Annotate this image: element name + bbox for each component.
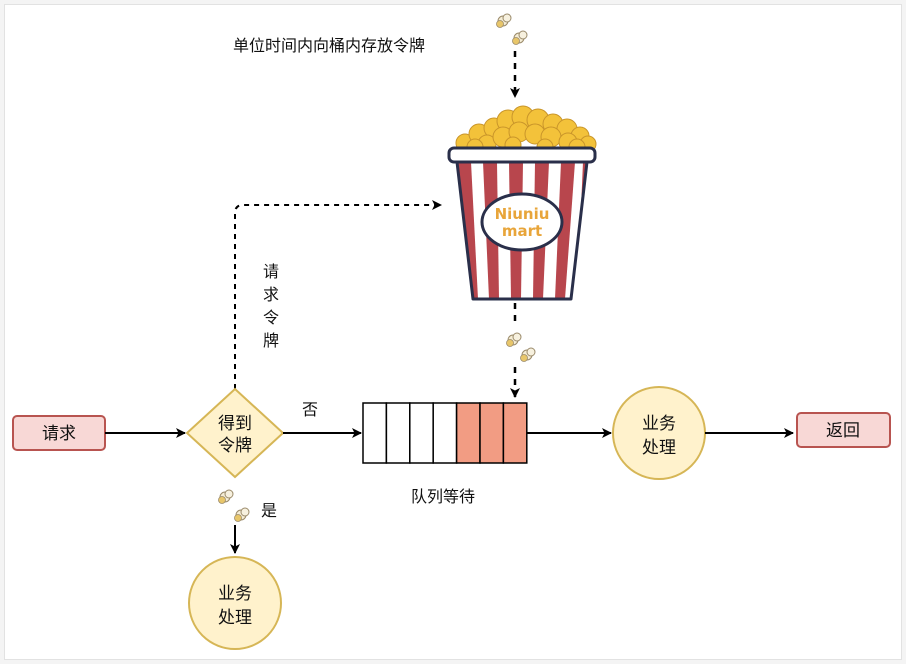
process-node-right: 业务 处理 <box>612 386 706 480</box>
svg-text:求: 求 <box>263 285 279 304</box>
no-label: 否 <box>302 400 318 419</box>
token-icon <box>496 13 528 45</box>
bucket-brand-line2: mart <box>502 222 542 240</box>
svg-text:牌: 牌 <box>263 331 279 350</box>
request-token-label: 请 求 令 牌 <box>263 262 279 350</box>
flow-diagram: 单位时间内向桶内存放令牌 <box>12 13 891 650</box>
token-icon <box>506 332 536 362</box>
return-node: 返回 <box>796 412 891 448</box>
bucket-brand-line1: Niuniu <box>495 205 550 223</box>
token-bucket-icon: Niuniu mart <box>447 105 597 301</box>
queue-label: 队列等待 <box>411 487 475 506</box>
svg-text:返回: 返回 <box>826 421 860 441</box>
top-caption: 单位时间内向桶内存放令牌 <box>233 36 425 55</box>
svg-text:业务: 业务 <box>218 584 252 604</box>
queue-slot <box>385 402 411 464</box>
queue-slot <box>455 402 481 464</box>
diagram-canvas: 单位时间内向桶内存放令牌 <box>4 4 902 660</box>
svg-text:令: 令 <box>263 308 279 327</box>
queue-slot <box>362 402 388 464</box>
svg-text:得到: 得到 <box>218 414 252 434</box>
queue-slot <box>409 402 434 464</box>
yes-label: 是 <box>261 501 277 520</box>
token-icon <box>218 489 250 522</box>
request-node: 请求 <box>12 415 106 451</box>
queue-slot <box>479 402 505 464</box>
svg-text:请: 请 <box>263 262 279 281</box>
svg-text:请求: 请求 <box>42 424 76 444</box>
queue-slot <box>502 402 528 464</box>
process-node-bottom: 业务 处理 <box>188 556 282 650</box>
svg-text:处理: 处理 <box>218 608 252 628</box>
svg-text:处理: 处理 <box>642 438 676 458</box>
svg-text:令牌: 令牌 <box>218 436 252 456</box>
request-token-arrow <box>234 200 442 389</box>
queue-slot <box>432 402 458 464</box>
svg-text:业务: 业务 <box>642 414 676 434</box>
get-token-decision: 得到 令牌 <box>185 387 285 479</box>
wait-queue <box>362 402 528 464</box>
